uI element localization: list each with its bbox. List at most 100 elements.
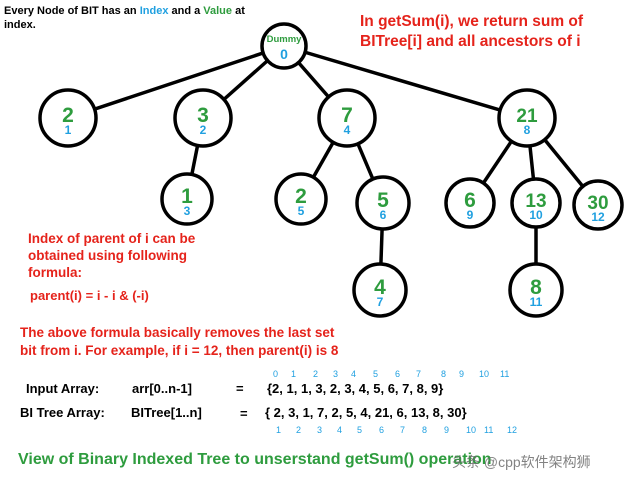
array-index-label: 5 xyxy=(357,425,363,435)
input-array-label: Input Array: xyxy=(26,381,100,396)
node-value: 3 xyxy=(197,104,209,127)
parent-note-line: Index of parent of i can be xyxy=(28,231,196,246)
array-index-label: 11 xyxy=(500,369,510,379)
node-index: 3 xyxy=(184,204,191,218)
note-text: and a xyxy=(168,5,204,17)
node-index: 12 xyxy=(591,210,605,224)
input-array-values: {2, 1, 1, 3, 2, 3, 4, 5, 6, 7, 8, 9} xyxy=(267,381,444,396)
tree-edge-dummy-n8 xyxy=(283,44,528,120)
tree-node-n2: 32 xyxy=(173,88,233,148)
array-index-label: 9 xyxy=(459,369,465,379)
tree-node-n7: 47 xyxy=(352,262,408,318)
node-circle xyxy=(317,88,377,148)
getsum-note-line: In getSum(i), we return sum of xyxy=(360,13,584,30)
value-word: Value xyxy=(203,5,233,17)
tree-node-n5: 25 xyxy=(274,172,328,226)
array-index-label: 3 xyxy=(333,369,339,379)
node-value: 13 xyxy=(525,191,546,212)
node-circle xyxy=(160,172,214,226)
node-index: 8 xyxy=(524,123,531,137)
array-index-label: 3 xyxy=(317,425,323,435)
tree-edge-dummy-n1 xyxy=(67,44,285,120)
array-index-label: 1 xyxy=(276,425,282,435)
node-circle xyxy=(274,172,328,226)
node-value: 6 xyxy=(464,189,476,212)
node-value: 2 xyxy=(62,104,74,127)
array-index-label: 6 xyxy=(395,369,401,379)
array-index-label: 2 xyxy=(296,425,302,435)
array-index-label: 9 xyxy=(444,425,450,435)
array-index-label: 10 xyxy=(466,425,477,435)
node-value: 5 xyxy=(377,189,389,212)
array-index-label: 10 xyxy=(479,369,490,379)
array-index-label: 1 xyxy=(291,369,297,379)
node-circle xyxy=(173,88,233,148)
node-circle xyxy=(497,88,557,148)
tree-node-n8: 218 xyxy=(497,88,557,148)
note-text: at index. xyxy=(4,5,245,31)
watermark: 头条 @cpp软件架构狮 xyxy=(452,454,591,470)
node-value: 30 xyxy=(587,193,608,214)
array-index-label: 7 xyxy=(416,369,422,379)
node-index: 5 xyxy=(298,204,305,218)
note-text: Every Node of BIT has an xyxy=(4,5,140,17)
node-value: Dummy xyxy=(267,34,303,45)
node-circle xyxy=(260,22,308,70)
getsum-note-line: BITree[i] and all ancestors of i xyxy=(360,33,581,50)
input-array-name: arr[0..n-1] xyxy=(132,381,192,396)
node-value: 8 xyxy=(530,276,542,299)
node-index: 1 xyxy=(65,123,72,137)
parent-note-line: obtained using following xyxy=(28,248,187,263)
array-index-label: 7 xyxy=(400,425,406,435)
bit-equals: = xyxy=(240,406,248,421)
diagram-caption: View of Binary Indexed Tree to unserstan… xyxy=(18,451,492,468)
array-index-label: 11 xyxy=(484,425,494,435)
node-circle xyxy=(508,262,564,318)
node-value: 4 xyxy=(374,276,386,299)
node-value: 7 xyxy=(341,104,353,127)
array-index-label: 5 xyxy=(373,369,379,379)
formula-explanation: The above formula basically removes the … xyxy=(20,324,440,360)
node-value: 21 xyxy=(516,106,538,127)
parent-formula: parent(i) = i - i & (-i) xyxy=(30,288,149,303)
parent-note-line: formula: xyxy=(28,265,82,280)
bit-array-name: BITree[1..n] xyxy=(131,405,202,420)
getsum-note: In getSum(i), we return sum of BITree[i]… xyxy=(360,12,632,52)
node-circle xyxy=(355,175,411,231)
tree-node-n4: 74 xyxy=(317,88,377,148)
node-index: 0 xyxy=(280,46,288,62)
array-index-label: 6 xyxy=(379,425,385,435)
bit-array-label: BI Tree Array: xyxy=(20,405,105,420)
tree-node-n9: 69 xyxy=(444,177,496,229)
node-circle xyxy=(510,177,562,229)
array-index-label: 2 xyxy=(313,369,319,379)
bit-node-note: Every Node of BIT has an Index and a Val… xyxy=(4,4,254,32)
node-value: 1 xyxy=(181,185,193,208)
node-circle xyxy=(38,88,98,148)
tree-node-n6: 56 xyxy=(355,175,411,231)
node-index: 10 xyxy=(529,208,543,222)
array-index-label: 8 xyxy=(422,425,428,435)
tree-node-n3: 13 xyxy=(160,172,214,226)
parent-index-note: Index of parent of i can be obtained usi… xyxy=(28,230,258,281)
node-index: 2 xyxy=(200,123,207,137)
node-circle xyxy=(572,179,624,231)
node-index: 11 xyxy=(530,295,543,309)
tree-node-n1: 21 xyxy=(38,88,98,148)
node-index: 7 xyxy=(377,295,384,309)
array-index-label: 0 xyxy=(273,369,279,379)
node-circle xyxy=(444,177,496,229)
index-word: Index xyxy=(139,5,169,17)
array-index-label: 4 xyxy=(351,369,357,379)
node-index: 6 xyxy=(380,208,387,222)
node-index: 9 xyxy=(467,208,474,222)
node-circle xyxy=(352,262,408,318)
node-index: 4 xyxy=(344,123,351,137)
node-value: 2 xyxy=(295,185,307,208)
formula-note-line: The above formula basically removes the … xyxy=(20,325,335,340)
